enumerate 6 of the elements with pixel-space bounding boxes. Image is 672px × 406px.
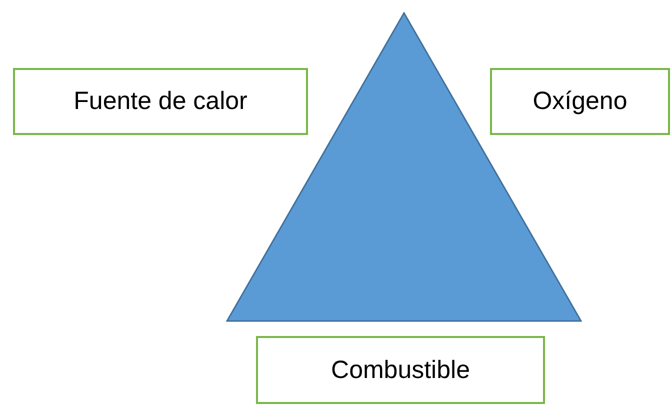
label-box [256, 336, 545, 404]
label-box [13, 68, 308, 135]
box-label: Combustible [331, 356, 470, 384]
label-box [490, 68, 670, 135]
box-label: Fuente de calor [74, 87, 248, 116]
box-label: Oxígeno [532, 87, 628, 116]
